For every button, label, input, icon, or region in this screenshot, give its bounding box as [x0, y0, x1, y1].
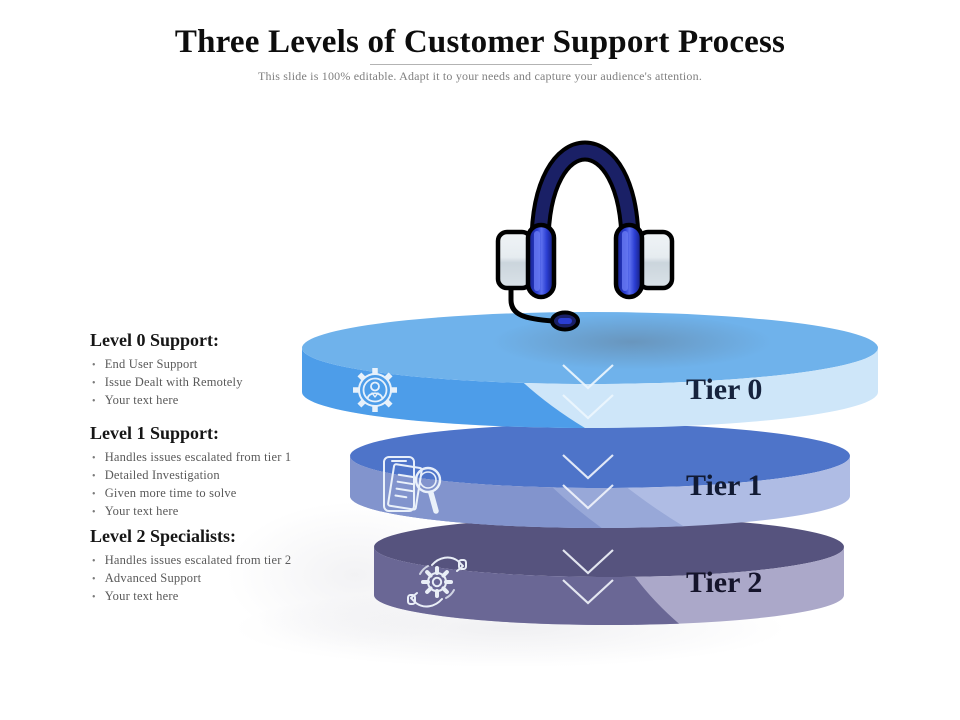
section-level-1: Level 1 Support: • Handles issues escalat…	[90, 423, 390, 521]
bullet-text: Advanced Support	[104, 571, 202, 585]
tier-0-label: Tier 0	[686, 373, 763, 406]
bullet-dot: •	[92, 453, 96, 464]
tier-2-disk	[374, 517, 844, 625]
bullet-dot: •	[92, 360, 96, 371]
bullet-text: Your text here	[104, 393, 179, 407]
tier-2-label: Tier 2	[686, 566, 763, 599]
list-item: • Your text here	[90, 588, 390, 606]
bullet-text: Detailed Investigation	[104, 468, 220, 482]
tier-0-disk	[302, 312, 878, 428]
page-title: Three Levels of Customer Support Process	[174, 24, 786, 60]
list-item: • Your text here	[90, 392, 390, 410]
list-item: • Handles issues escalated from tier 1	[90, 449, 390, 467]
bullet-dot: •	[92, 592, 96, 603]
right-pad-highlight	[622, 231, 628, 291]
list-item: • Advanced Support	[90, 570, 390, 588]
headset-icon	[495, 140, 675, 332]
left-pad-highlight	[534, 231, 540, 291]
double-chevron-down-icon	[562, 364, 614, 420]
bullet-text: Your text here	[104, 504, 179, 518]
tier-1-disk	[350, 424, 850, 528]
list-item: • Detailed Investigation	[90, 467, 390, 485]
tier-1-label: Tier 1	[686, 469, 763, 502]
list-item: • Issue Dealt with Remotely	[90, 374, 390, 392]
section-level-2: Level 2 Specialists: • Handles issues esc…	[90, 526, 390, 606]
bullet-dot: •	[92, 507, 96, 518]
bullet-text: Given more time to solve	[104, 486, 237, 500]
document-search-icon	[383, 456, 442, 514]
list-item: • Your text here	[90, 503, 390, 521]
section-heading: Level 2 Specialists:	[90, 526, 236, 546]
bullet-dot: •	[92, 574, 96, 585]
list-item: • Given more time to solve	[90, 485, 390, 503]
bullet-text: Issue Dealt with Remotely	[104, 375, 243, 389]
gear-user-icon	[353, 368, 397, 412]
mic-tip-highlight	[558, 318, 572, 324]
bullet-text: Handles issues escalated from tier 1	[104, 450, 292, 464]
section-heading: Level 0 Support:	[90, 330, 220, 350]
list-item: • Handles issues escalated from tier 2	[90, 552, 390, 570]
bullet-list: • Handles issues escalated from tier 1 • D…	[90, 449, 390, 521]
bullet-text: Handles issues escalated from tier 2	[104, 553, 292, 567]
tier-top-surface	[350, 424, 850, 488]
list-item: • End User Support	[90, 356, 390, 374]
bullet-text: End User Support	[104, 357, 198, 371]
bullet-dot: •	[92, 396, 96, 407]
tier-top-surface	[374, 517, 844, 577]
double-chevron-down-icon	[562, 549, 614, 605]
section-heading: Level 1 Support:	[90, 423, 220, 443]
mic-boom	[508, 283, 556, 324]
section-level-0: Level 0 Support: • End User Support • Issu…	[90, 330, 390, 410]
title-underline	[370, 64, 592, 65]
headband	[533, 144, 637, 245]
bullet-dot: •	[92, 471, 96, 482]
double-chevron-down-icon	[562, 454, 614, 510]
left-ear-pad	[525, 222, 557, 300]
right-ear-pad	[613, 222, 645, 300]
bullet-dot: •	[92, 556, 96, 567]
bullet-list: • End User Support • Issue Dealt with Remo…	[90, 356, 390, 410]
page-subtitle: This slide is 100% editable. Adapt it to…	[257, 69, 703, 83]
hands-gear-icon	[407, 556, 467, 608]
bullet-dot: •	[92, 489, 96, 500]
bullet-dot: •	[92, 378, 96, 389]
bullet-text: Your text here	[104, 589, 179, 603]
bullet-list: • Handles issues escalated from tier 2 • A…	[90, 552, 390, 606]
